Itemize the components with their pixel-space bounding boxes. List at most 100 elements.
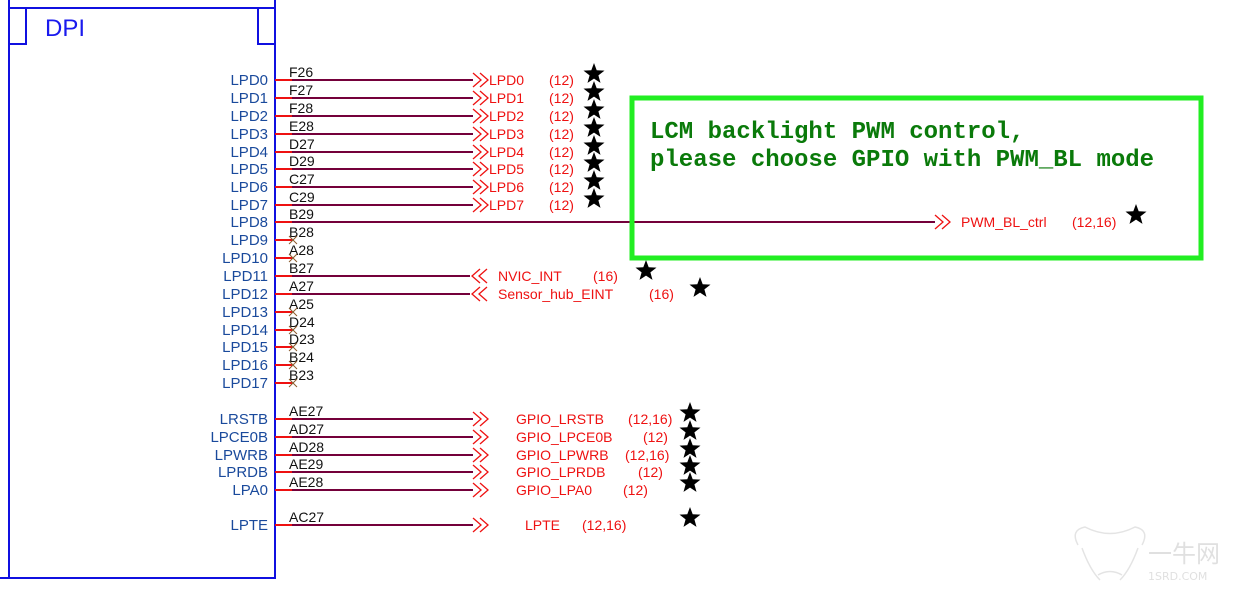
pin-name-label: LPD5 [230,161,268,178]
star-marker-icon [583,117,605,137]
pin-name-label: LPA0 [232,482,268,499]
output-port-arrow-icon [472,179,489,195]
no-connect-x-icon [288,342,298,352]
ball-number-label: A27 [289,278,314,294]
ball-number-label: AD27 [289,421,324,437]
star-marker-icon [679,507,701,527]
output-port-arrow-icon [472,72,489,88]
output-port-arrow-icon [472,144,489,160]
ball-number-label: E28 [289,118,314,134]
output-port-arrow-icon [472,90,489,106]
no-connect-x-icon [288,253,298,263]
net-name-label: NVIC_INT [498,268,562,284]
net-name-label: LPD6 [489,179,524,195]
ball-number-label: B29 [289,206,314,222]
output-port-arrow-icon [472,161,489,177]
star-marker-icon [1125,204,1147,224]
ball-number-label: AE28 [289,474,323,490]
net-name-label: LPD4 [489,144,524,160]
pin-name-label: LPD11 [223,268,268,285]
sheet-reference: (16) [649,286,674,302]
output-port-arrow-icon [472,108,489,124]
ball-number-label: B23 [289,367,314,383]
sheet-reference: (12) [549,72,574,88]
pin-name-label: LPWRB [215,447,268,464]
dpi-component-symbol[interactable]: DPI [0,0,276,579]
pin-lpd9[interactable]: LPD9 B28 [230,224,314,249]
pin-name-label: LPCE0B [210,429,268,446]
output-port-arrow-icon [472,482,489,498]
star-marker-icon [583,188,605,208]
star-marker-icon [583,170,605,190]
net-name-label: LPD0 [489,72,524,88]
note-box-border [629,95,1204,261]
output-port-arrow-icon [934,214,951,230]
pin-name-label: LPD6 [230,179,268,196]
sheet-reference: (12) [549,144,574,160]
pin-name-label: LRSTB [220,411,268,428]
no-connect-x-icon [288,360,298,370]
sheet-reference: (12) [549,179,574,195]
net-name-label: GPIO_LPCE0B [516,429,613,445]
sheet-reference: (16) [593,268,618,284]
pin-name-label: LPD9 [230,232,268,249]
component-body [8,0,276,579]
ball-number-label: B24 [289,349,314,365]
output-port-arrow-icon [472,411,489,427]
net-name-label: GPIO_LRSTB [516,411,604,427]
pin-name-label: LPD8 [230,214,268,231]
sheet-reference: (12,16) [582,517,626,533]
star-marker-icon [679,455,701,475]
star-marker-icon [679,438,701,458]
watermark: 一牛网 1SRD.COM [1074,526,1220,583]
net-name-label: GPIO_LPWRB [516,447,609,463]
pin-name-label: LPD1 [230,90,268,107]
star-marker-icon [679,420,701,440]
net-name-label: LPD3 [489,126,524,142]
pin-name-label: LPD2 [230,108,268,125]
sheet-reference: (12) [549,161,574,177]
ball-number-label: B28 [289,224,314,240]
sheet-reference: (12,16) [1072,214,1116,230]
output-port-arrow-icon [472,447,489,463]
pin-name-label: LPD10 [222,250,268,267]
net-name-label: LPTE [525,517,560,533]
net-name-label: LPD1 [489,90,524,106]
star-marker-icon [689,277,711,297]
sheet-reference: (12,16) [628,411,672,427]
ball-number-label: AE29 [289,456,323,472]
output-port-arrow-icon [472,197,489,213]
sheet-reference: (12,16) [625,447,669,463]
pin-name-label: LPTE [230,517,268,534]
output-port-arrow-icon [472,429,489,445]
no-connect-x-icon [288,235,298,245]
sheet-reference: (12) [549,108,574,124]
ball-number-label: D23 [289,331,315,347]
pin-name-label: LPD13 [222,304,268,321]
star-marker-icon [583,99,605,119]
